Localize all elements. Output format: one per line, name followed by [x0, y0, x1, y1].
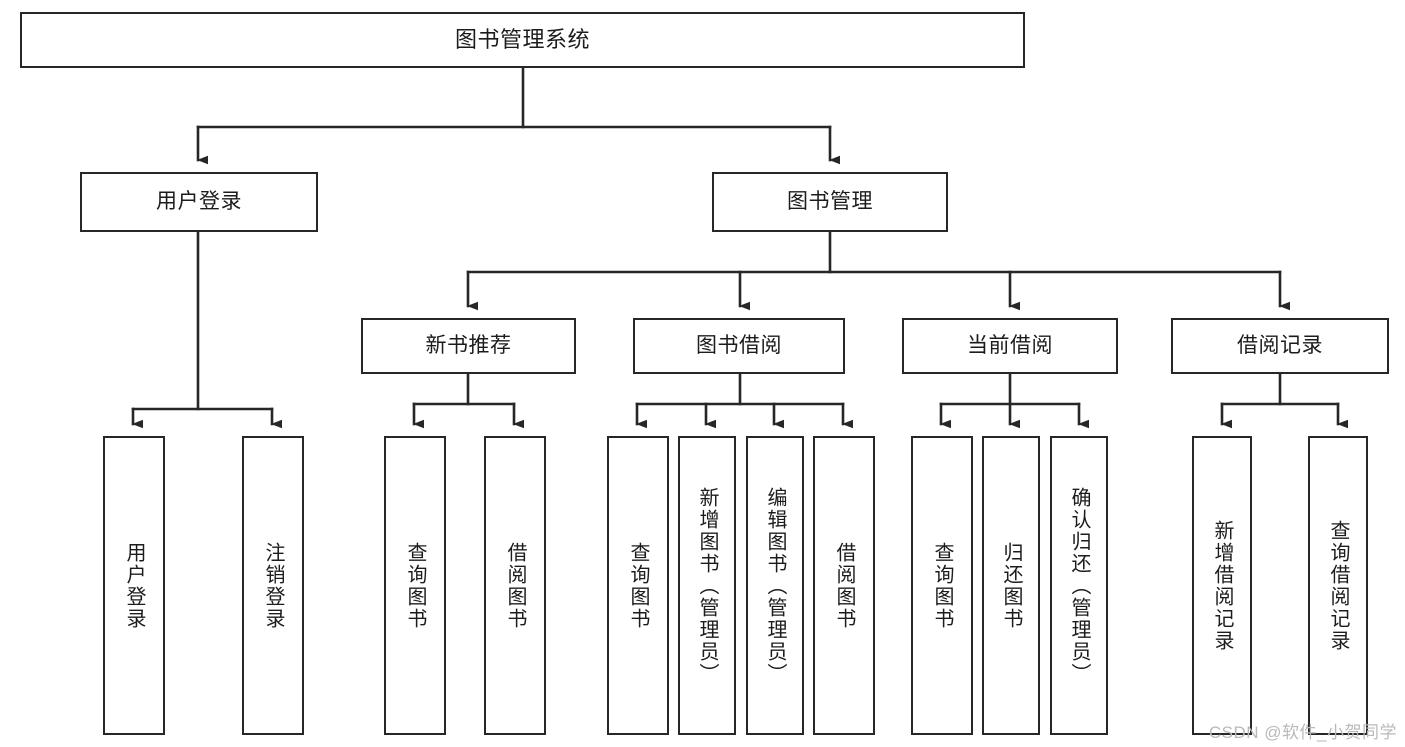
- node-label: 借阅图书: [504, 541, 526, 630]
- node-leaf-return-book[interactable]: 归还图书: [982, 436, 1040, 735]
- csdn-watermark: CSDN @软件_小贺同学: [1208, 723, 1397, 742]
- node-label: 用户登录: [123, 541, 145, 630]
- node-leaf-borrow-book-rec[interactable]: 借阅图书: [484, 436, 546, 735]
- node-label: 新增图书（管理员）: [696, 486, 718, 685]
- node-root-system[interactable]: 图书管理系统: [20, 12, 1025, 68]
- node-label: 查询图书: [404, 541, 426, 630]
- node-label: 查询图书: [931, 541, 953, 630]
- node-leaf-query-book-current[interactable]: 查询图书: [911, 436, 973, 735]
- node-leaf-add-record[interactable]: 新增借阅记录: [1192, 436, 1252, 735]
- node-leaf-logout[interactable]: 注销登录: [242, 436, 304, 735]
- node-label: 借阅记录: [1237, 333, 1323, 357]
- node-leaf-query-record[interactable]: 查询借阅记录: [1308, 436, 1368, 735]
- node-leaf-confirm-return[interactable]: 确认归还（管理员）: [1050, 436, 1108, 735]
- node-label: 编辑图书（管理员）: [764, 486, 786, 685]
- node-borrow-record[interactable]: 借阅记录: [1171, 318, 1389, 374]
- node-label: 归还图书: [1000, 541, 1022, 630]
- node-label: 当前借阅: [967, 333, 1053, 357]
- node-label: 用户登录: [156, 189, 242, 213]
- node-label: 新增借阅记录: [1211, 519, 1233, 652]
- node-label: 借阅图书: [833, 541, 855, 630]
- node-leaf-query-book-borrow[interactable]: 查询图书: [607, 436, 669, 735]
- node-label: 确认归还（管理员）: [1068, 486, 1090, 685]
- node-current-borrow[interactable]: 当前借阅: [902, 318, 1118, 374]
- node-leaf-borrow-book[interactable]: 借阅图书: [813, 436, 875, 735]
- node-label: 查询借阅记录: [1327, 519, 1349, 652]
- node-user-login[interactable]: 用户登录: [80, 172, 318, 232]
- node-label: 注销登录: [262, 541, 284, 630]
- node-leaf-add-book[interactable]: 新增图书（管理员）: [678, 436, 736, 735]
- node-label: 图书管理系统: [454, 27, 590, 53]
- node-book-management[interactable]: 图书管理: [712, 172, 948, 232]
- node-leaf-user-login[interactable]: 用户登录: [103, 436, 165, 735]
- node-label: 新书推荐: [425, 333, 512, 357]
- node-book-borrow[interactable]: 图书借阅: [633, 318, 845, 374]
- node-leaf-query-book-rec[interactable]: 查询图书: [384, 436, 446, 735]
- node-label: 图书借阅: [696, 333, 782, 357]
- node-new-book-recommend[interactable]: 新书推荐: [361, 318, 576, 374]
- node-leaf-edit-book[interactable]: 编辑图书（管理员）: [746, 436, 804, 735]
- node-label: 查询图书: [627, 541, 649, 630]
- node-label: 图书管理: [787, 189, 873, 213]
